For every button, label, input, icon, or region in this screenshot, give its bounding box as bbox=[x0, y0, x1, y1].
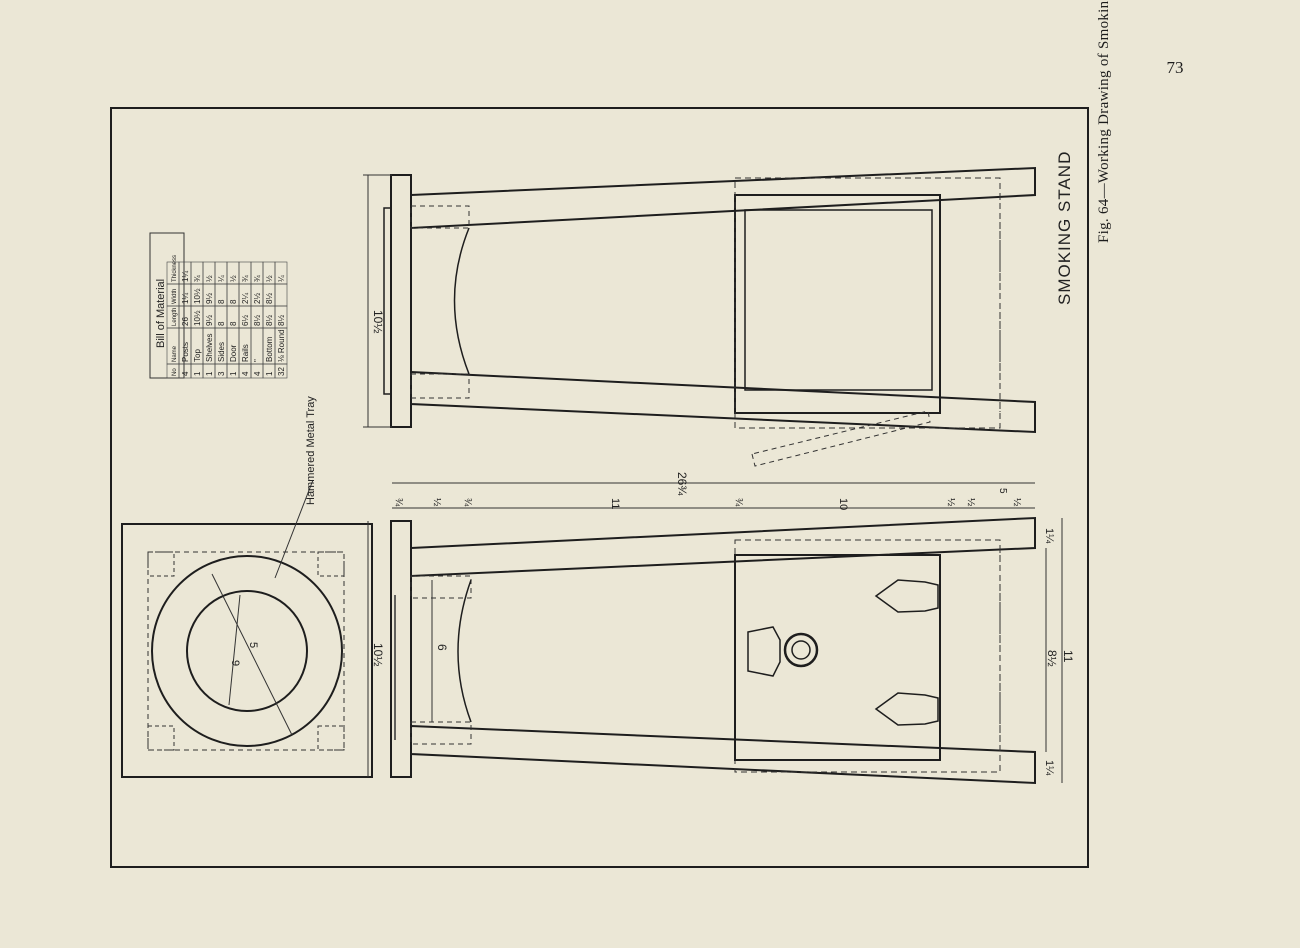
bom-cell: Bottom bbox=[265, 336, 274, 362]
hinge-top bbox=[874, 579, 939, 613]
tray-inner-dim: 5 bbox=[247, 642, 259, 648]
bom-header-cell: Name bbox=[172, 345, 178, 362]
bom-cell: 8½ bbox=[253, 315, 262, 326]
bom-cell: 8½ bbox=[277, 315, 286, 326]
tray-label: Hammered Metal Tray bbox=[305, 396, 317, 505]
bom-cell: Shelves bbox=[205, 334, 214, 362]
dim-seg-j: ½ bbox=[1011, 498, 1022, 507]
bom-cell: 4 bbox=[253, 371, 262, 376]
bill-of-material: Bill of Material No Name Length Width Thickn… bbox=[149, 232, 288, 379]
dim-seg-e: ¾ bbox=[733, 498, 744, 507]
bom-cell: ¼ bbox=[277, 275, 286, 282]
drawing-title: SMOKING STAND bbox=[1055, 151, 1074, 305]
bom-cell: 8½ bbox=[265, 315, 274, 326]
lock-plate bbox=[747, 626, 781, 677]
dim-base-outer: 11 bbox=[1061, 650, 1075, 663]
bom-cell: 32 bbox=[277, 367, 286, 376]
bom-title: Bill of Material bbox=[155, 279, 167, 348]
bom-cell: 1 bbox=[229, 371, 238, 376]
dim-seg-d: 11 bbox=[609, 498, 621, 509]
page-number: 73 bbox=[1166, 58, 1184, 77]
bom-header-cell: Width bbox=[172, 289, 178, 304]
tray-inner-circle bbox=[186, 590, 308, 712]
dim-seg-a: ¾ bbox=[393, 498, 404, 507]
tray-outer-dim: 9 bbox=[229, 660, 241, 666]
bom-cell: 1¼ bbox=[181, 271, 190, 282]
top-plan-view: 9 5 Hammered Metal Tray bbox=[121, 396, 373, 778]
bom-cell: Posts bbox=[181, 342, 190, 362]
bom-cell: 8 bbox=[217, 321, 226, 326]
bom-cell: 8 bbox=[229, 321, 238, 326]
bom-cell: 1 bbox=[205, 371, 214, 376]
figure-caption: Fig. 64—Working Drawing of Smoking Stand… bbox=[1096, 0, 1112, 243]
bom-cell: " bbox=[253, 359, 262, 362]
hinge-bottom bbox=[874, 692, 939, 726]
bom-cell: Door bbox=[229, 344, 238, 362]
dim-top-side: 10½ bbox=[371, 310, 385, 333]
bom-cell: 9½ bbox=[205, 293, 214, 304]
bom-cell: ⅛ Round bbox=[277, 330, 286, 362]
bom-cell: 10½ bbox=[193, 288, 202, 304]
dim-seg-g: ½ bbox=[945, 498, 956, 507]
drawing-frame bbox=[110, 107, 1089, 868]
dim-seg-h: ½ bbox=[965, 498, 976, 507]
bom-cell: 3 bbox=[217, 371, 226, 376]
bom-cell: ½ bbox=[229, 275, 238, 282]
dim-seg-c: ¾ bbox=[462, 498, 473, 507]
bom-cell: 2¼ bbox=[241, 293, 250, 304]
dim-top-front: 10½ bbox=[371, 643, 385, 666]
bom-cell: 8 bbox=[217, 299, 226, 304]
tray-outer-circle bbox=[151, 555, 343, 747]
bom-cell: 6½ bbox=[241, 315, 250, 326]
bom-cell: 9½ bbox=[205, 315, 214, 326]
bom-cell: ¾ bbox=[193, 275, 202, 282]
bom-cell: 10½ bbox=[193, 310, 202, 326]
bom-cell: ¼ bbox=[217, 275, 226, 282]
bom-cell: 4 bbox=[181, 371, 190, 376]
bom-cell: ¾ bbox=[241, 275, 250, 282]
dim-seg-f: 10 bbox=[837, 498, 849, 510]
front-elevation: 26¾ ¾ ½ ¾ 11 ¾ 10 ½ ½ 5 ½ 10½ 6 8½ 11 1¼… bbox=[367, 472, 1075, 785]
bom-cell: 8 bbox=[229, 299, 238, 304]
dim-seg-b: ½ bbox=[431, 498, 442, 507]
bom-cell: 1¼ bbox=[181, 293, 190, 304]
bom-cell: 1 bbox=[193, 371, 202, 376]
bom-cell: 4 bbox=[241, 371, 250, 376]
bom-header-cell: Thickness bbox=[172, 255, 178, 282]
bom-header-cell: No bbox=[172, 368, 178, 376]
dim-seg-i: 5 bbox=[997, 488, 1008, 494]
dim-post-right: 1¼ bbox=[1043, 528, 1055, 544]
bom-cell: ½ bbox=[265, 275, 274, 282]
dim-inner-width: 6 bbox=[435, 644, 449, 651]
bom-cell: 1 bbox=[265, 371, 274, 376]
ring-pull bbox=[783, 632, 819, 668]
bom-cell: ½ bbox=[205, 275, 214, 282]
bom-cell: Sides bbox=[217, 342, 226, 362]
dim-post-left: 1¼ bbox=[1043, 760, 1055, 776]
bom-cell: 2½ bbox=[253, 293, 262, 304]
bom-cell: Top bbox=[193, 349, 202, 362]
bom-cell: ¾ bbox=[253, 275, 262, 282]
bom-header-cell: Length bbox=[172, 308, 178, 326]
bom-cell: 8½ bbox=[265, 293, 274, 304]
dim-base-inner: 8½ bbox=[1045, 650, 1059, 667]
bom-cell: Rails bbox=[241, 344, 250, 362]
dim-overall-height: 26¾ bbox=[675, 472, 689, 496]
bom-cell: 26 bbox=[181, 317, 190, 326]
side-elevation: 10½ SMOKING STAND bbox=[363, 151, 1074, 467]
